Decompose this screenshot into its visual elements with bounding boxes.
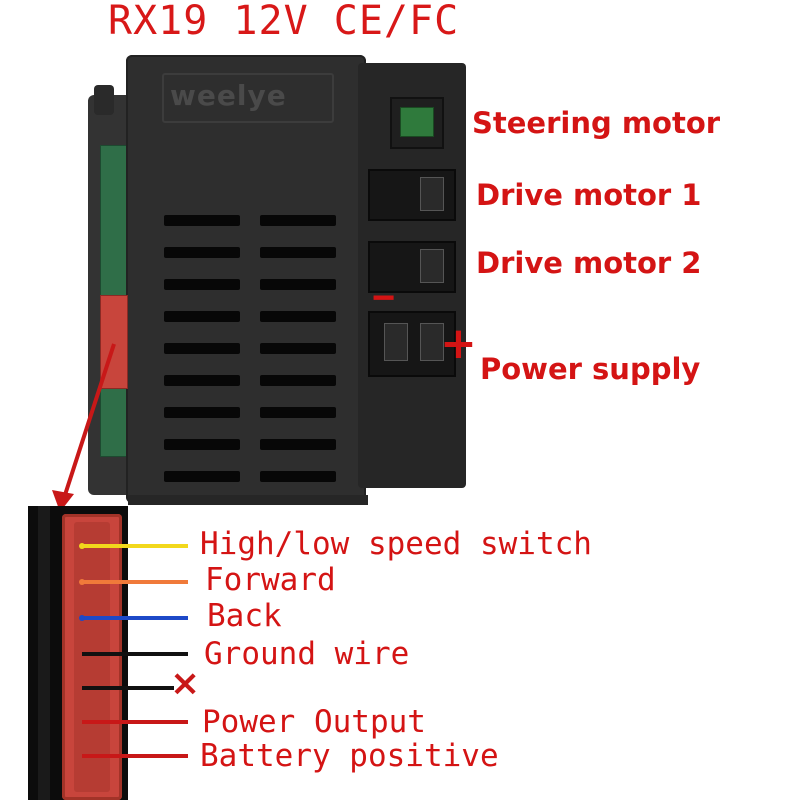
- controller-box: weelye: [88, 55, 468, 505]
- connector-housing: [62, 514, 122, 800]
- diagram-title: RX19 12V CE/FC: [108, 0, 460, 44]
- drive-motor-1-connector: [368, 169, 456, 221]
- pin-label-battery-positive: Battery positive: [200, 738, 499, 774]
- wire-lines: [79, 543, 188, 758]
- pin-label-ground: Ground wire: [204, 636, 410, 672]
- pin-label-power-output: Power Output: [202, 704, 426, 740]
- drive-motor-1-label: Drive motor 1: [476, 178, 702, 212]
- zoomed-connector: [28, 506, 128, 800]
- pin-label-back: Back: [207, 598, 282, 634]
- steering-motor-label: Steering motor: [472, 106, 721, 140]
- power-supply-connector: [368, 311, 456, 377]
- pin-label-speed-switch: High/low speed switch: [200, 526, 592, 562]
- plus-sign: +: [440, 318, 477, 369]
- drive-motor-2-label: Drive motor 2: [476, 246, 702, 280]
- drive-motor-2-connector: [368, 241, 456, 293]
- brand-logo: weelye: [170, 79, 287, 112]
- pointer-arrow: [52, 343, 116, 510]
- pin-label-forward: Forward: [205, 562, 336, 598]
- minus-sign: −: [372, 276, 396, 320]
- power-supply-label: Power supply: [480, 352, 701, 386]
- steering-motor-connector: [390, 97, 444, 149]
- no-connect-mark: ×: [170, 663, 201, 704]
